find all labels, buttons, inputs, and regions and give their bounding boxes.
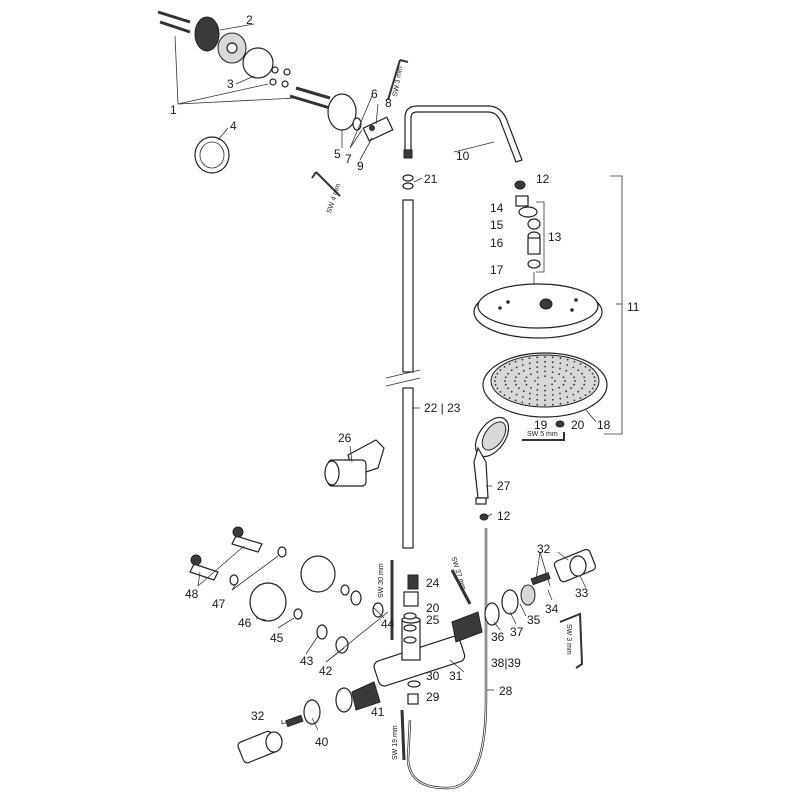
callout-43: 43	[300, 654, 314, 668]
callout-7: 7	[345, 152, 352, 166]
spray-plate-18	[482, 352, 608, 418]
callout-15: 15	[490, 218, 504, 232]
tool-label-sw5: SW 5 mm	[527, 431, 558, 438]
callout-32-left: 32	[251, 709, 265, 723]
callout-31: 31	[449, 669, 463, 683]
callout-18: 18	[597, 418, 611, 432]
washers-3	[269, 66, 291, 88]
callout-3: 3	[227, 77, 234, 91]
callout-36: 36	[491, 630, 505, 644]
callout-16: 16	[490, 236, 504, 250]
cartridge-right	[451, 572, 551, 643]
callout-37: 37	[510, 625, 524, 639]
wall-bracket-plate	[194, 16, 274, 79]
callout-10: 10	[456, 149, 470, 163]
callout-19: 19	[534, 418, 548, 432]
handle-33	[553, 548, 597, 583]
callout-24: 24	[426, 576, 440, 590]
callout-27: 27	[497, 479, 511, 493]
cover-plate-4	[194, 136, 230, 174]
callout-12-bottom: 12	[497, 509, 511, 523]
callout-13: 13	[548, 230, 562, 244]
callout-22-23: 22 | 23	[424, 401, 461, 415]
callout-26: 26	[338, 431, 352, 445]
callout-2: 2	[246, 13, 253, 27]
callout-5: 5	[334, 147, 341, 161]
callout-21: 21	[424, 172, 438, 186]
callout-20-top: 20	[571, 418, 585, 432]
overhead-shower-11	[473, 283, 603, 339]
riser-pipe-22-23	[385, 199, 421, 549]
callout-34: 34	[545, 602, 559, 616]
connector-parts-24-25	[403, 574, 419, 644]
callout-4: 4	[230, 119, 237, 133]
callout-14: 14	[490, 201, 504, 215]
callout-12-top: 12	[536, 172, 550, 186]
callout-25: 25	[426, 613, 440, 627]
hand-shower-27	[473, 416, 510, 505]
overhead-connector	[514, 180, 541, 296]
tool-label-sw30: SW 30 mm	[378, 563, 385, 598]
callout-33: 33	[575, 586, 589, 600]
callout-29: 29	[426, 690, 440, 704]
callout-8: 8	[385, 96, 392, 110]
cartridge-left	[237, 681, 381, 764]
callout-48: 48	[185, 587, 199, 601]
eccentric-fittings	[189, 526, 384, 654]
callout-28: 28	[499, 684, 513, 698]
callout-6: 6	[371, 87, 378, 101]
wall-rosette-5	[327, 93, 394, 142]
callout-46: 46	[238, 616, 252, 630]
callout-17: 17	[490, 263, 504, 277]
callout-1: 1	[170, 103, 177, 117]
callout-9: 9	[357, 159, 364, 173]
callout-42: 42	[319, 664, 333, 678]
callout-11: 11	[627, 300, 640, 314]
callout-45: 45	[270, 631, 284, 645]
tool-label-sw19: SW 19 mm	[392, 725, 399, 760]
callout-30: 30	[426, 669, 440, 683]
callout-35: 35	[527, 613, 541, 627]
callout-20-bottom: 20	[426, 601, 440, 615]
callout-40: 40	[315, 735, 329, 749]
callout-38-39: 38|39	[491, 656, 521, 670]
callout-41: 41	[371, 705, 385, 719]
callout-44: 44	[381, 617, 395, 631]
callout-32-right: 32	[537, 542, 551, 556]
tool-label-sw3-right: SW 3 mm	[565, 624, 572, 655]
wall-screws	[157, 10, 331, 110]
callout-47: 47	[212, 597, 226, 611]
slide-holder-26	[324, 439, 385, 487]
shower-arm-10	[403, 105, 523, 163]
